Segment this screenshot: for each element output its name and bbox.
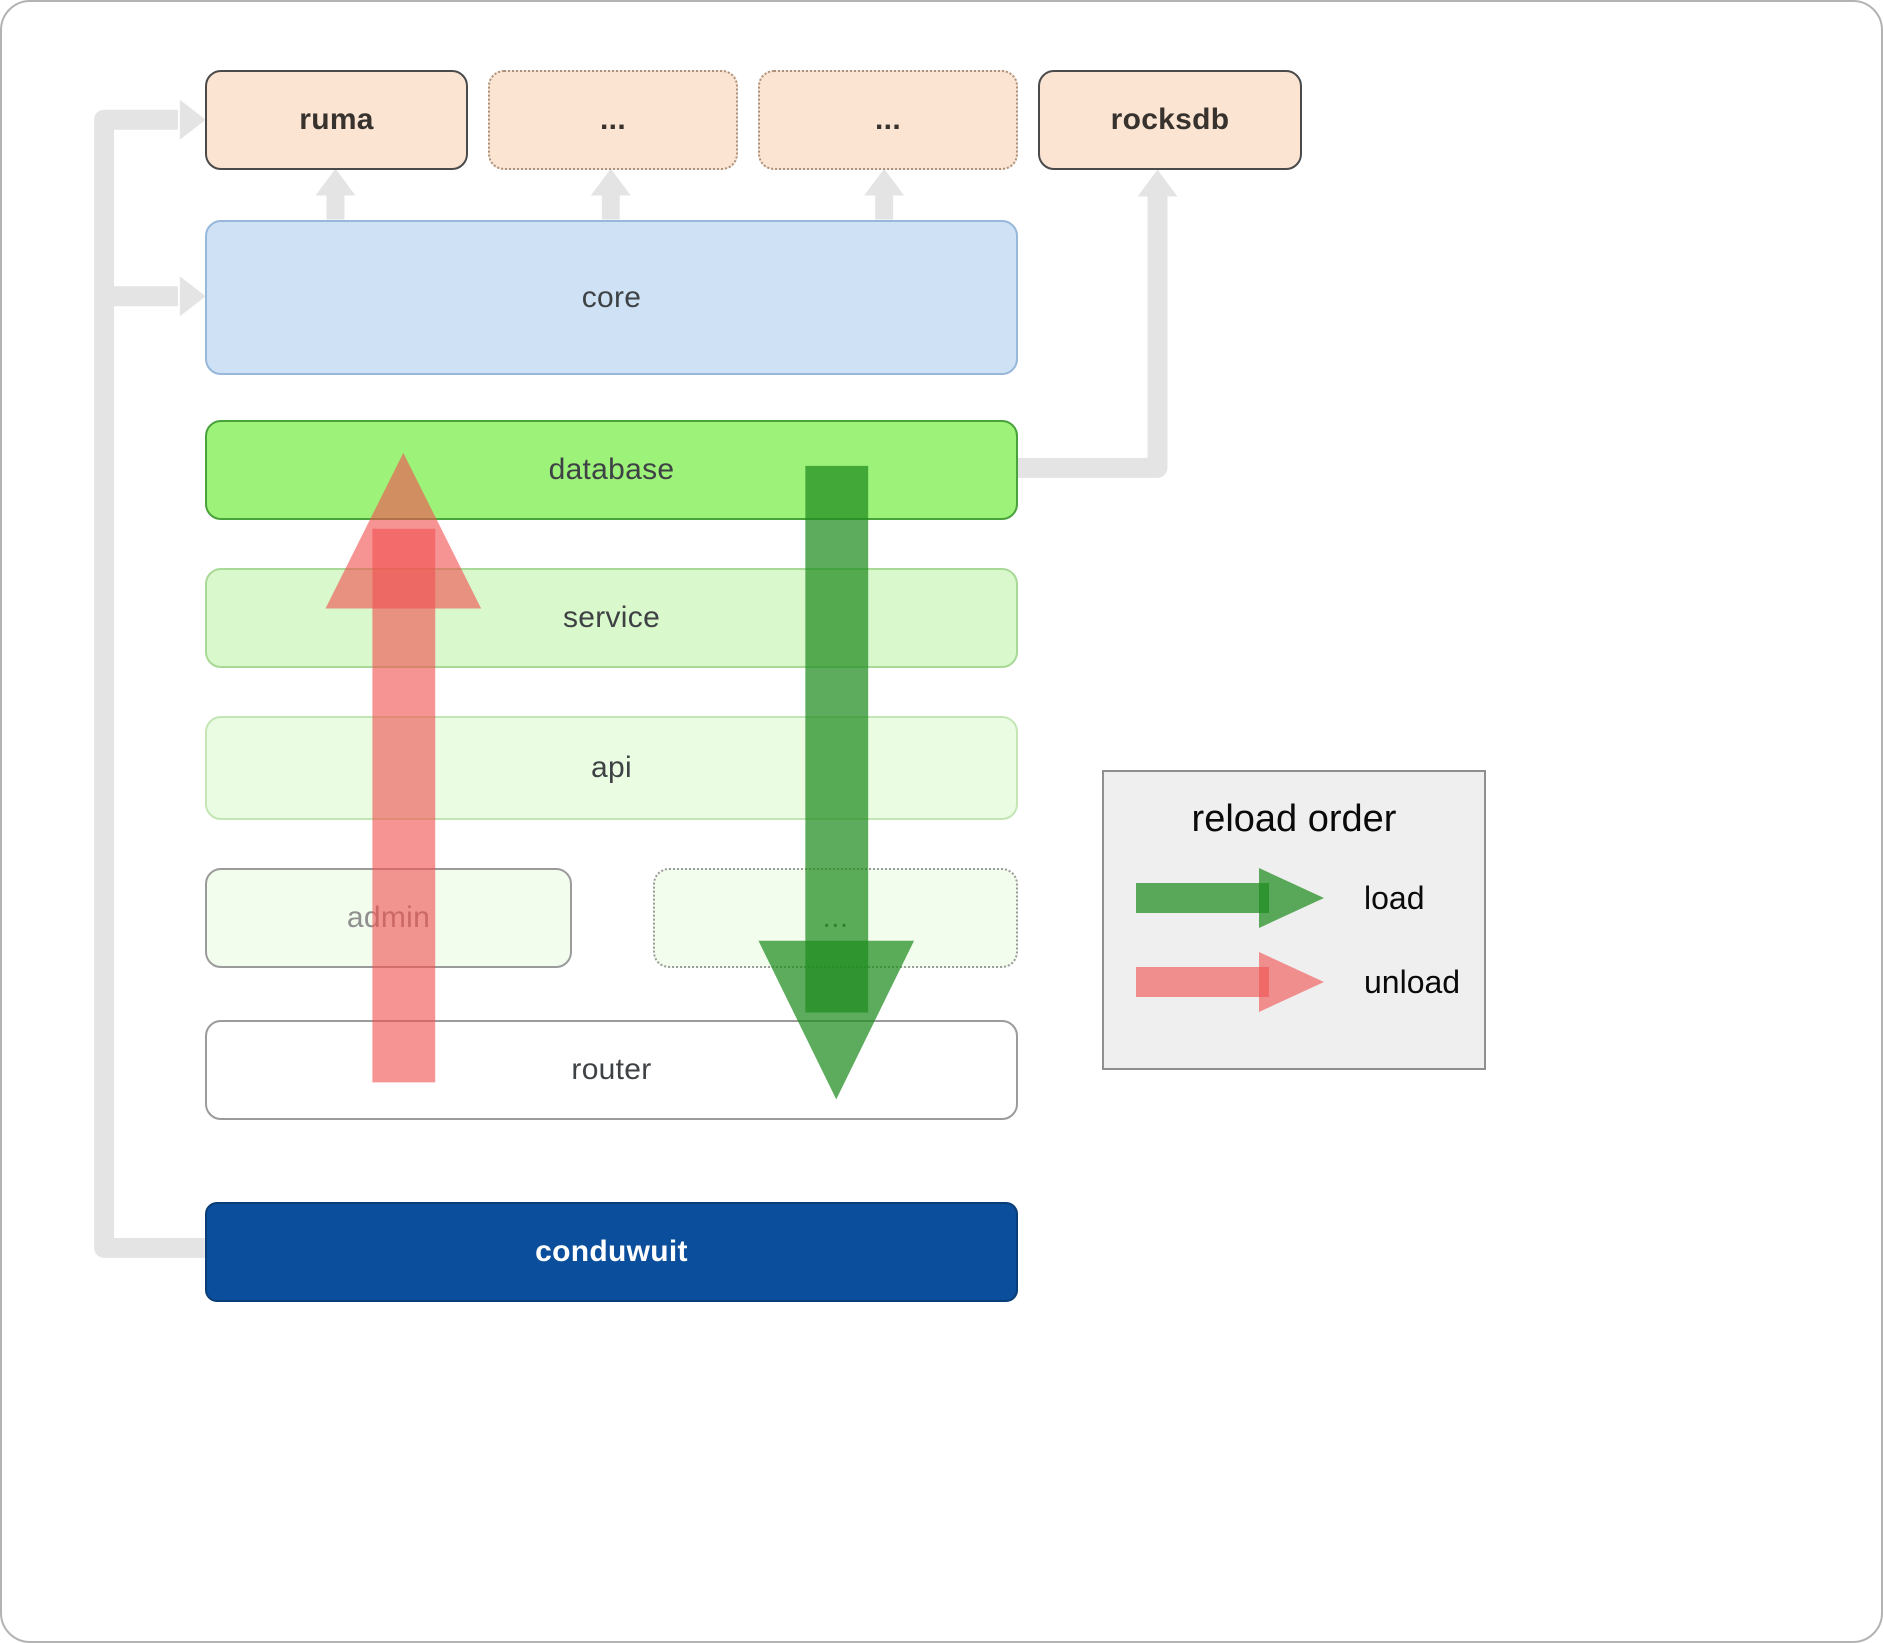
core-to-ruma-arrow: [315, 168, 356, 220]
node-core: core: [205, 220, 1018, 375]
node-service: service: [205, 568, 1018, 668]
core-to-dep3-arrow: [864, 168, 905, 220]
node-rocksdb: rocksdb: [1038, 70, 1302, 170]
legend-item-load: load: [1136, 865, 1452, 931]
legend-item-unload: unload: [1136, 949, 1460, 1015]
node-router-label: router: [571, 1053, 652, 1086]
legend-unload-label: unload: [1364, 963, 1461, 1000]
legend-load-label: load: [1364, 879, 1425, 916]
node-dependency-ellipsis-1: ...: [488, 70, 738, 170]
legend-title: reload order: [1191, 798, 1397, 840]
node-admin: admin: [205, 868, 572, 968]
node-api-label: api: [591, 751, 632, 784]
node-rocksdb-label: rocksdb: [1110, 103, 1230, 136]
legend-panel: reload order load unload: [1102, 770, 1486, 1070]
conduwuit-to-core-arrow: [104, 276, 206, 317]
node-database-label: database: [548, 453, 675, 486]
node-dependency-ellipsis-2-label: ...: [875, 103, 901, 136]
node-conduwuit: conduwuit: [205, 1202, 1018, 1302]
node-core-label: core: [581, 280, 642, 314]
load-arrow-icon: [1136, 868, 1324, 928]
node-ruma: ruma: [205, 70, 468, 170]
node-api: api: [205, 716, 1018, 820]
node-service-label: service: [562, 601, 661, 634]
node-conduwuit-label: conduwuit: [535, 1235, 688, 1268]
conduwuit-to-ruma-arrow: [94, 99, 206, 1258]
node-ruma-label: ruma: [299, 103, 374, 136]
database-to-rocksdb-arrow: [1015, 169, 1178, 478]
node-more-services-ellipsis: ...: [653, 868, 1018, 968]
node-database: database: [205, 420, 1018, 520]
node-admin-label: admin: [346, 901, 431, 934]
unload-arrow-icon: [1136, 952, 1324, 1012]
core-to-dep2-arrow: [590, 168, 631, 220]
node-dependency-ellipsis-2: ...: [758, 70, 1018, 170]
node-dependency-ellipsis-1-label: ...: [600, 103, 626, 136]
node-router: router: [205, 1020, 1018, 1120]
node-more-services-label: ...: [822, 901, 849, 934]
